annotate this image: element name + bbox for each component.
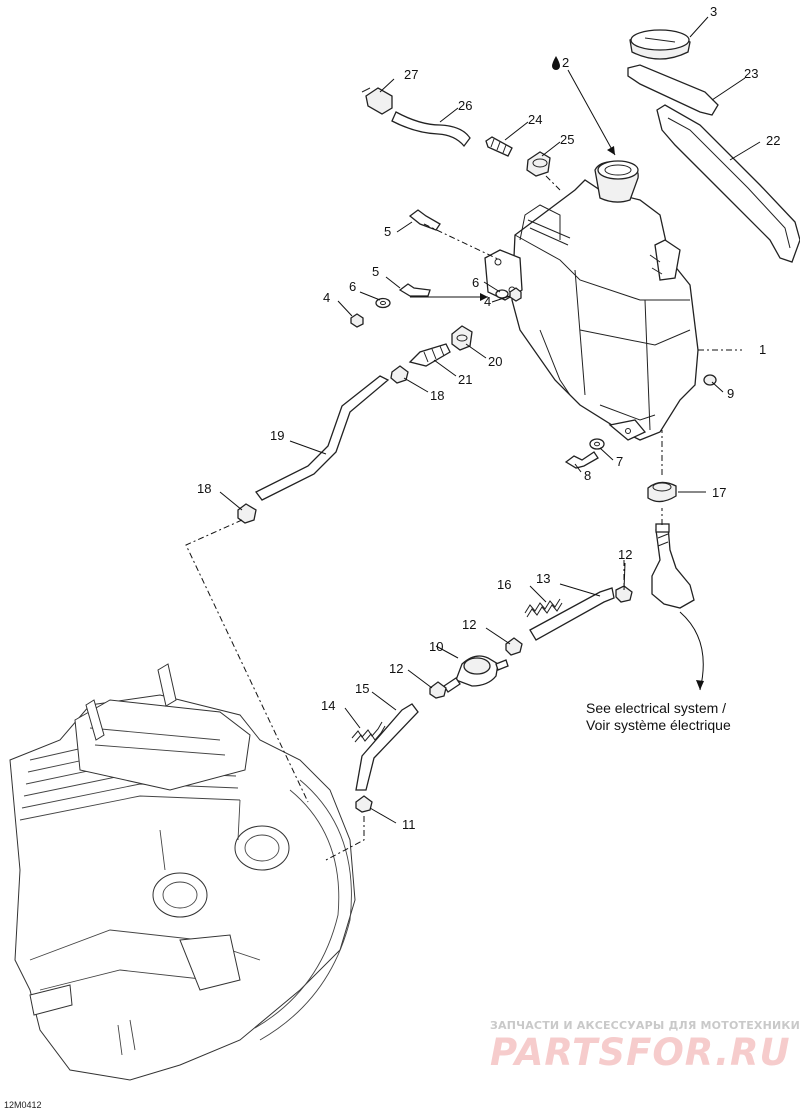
nut-4-left [350,313,364,328]
clamp-12-mid [505,637,523,656]
callout-19: 19 [270,428,284,443]
watermark-logo: PARTSFOR.RU [490,1031,791,1074]
leader-lines [219,16,761,824]
callout-23: 23 [744,66,758,81]
callout-5-upper: 5 [384,224,391,239]
callout-5-lower: 5 [372,264,379,279]
callout-20: 20 [488,354,502,369]
screw-5-upper [408,209,441,231]
washer-6-right [495,289,509,299]
tank-cap [629,29,691,60]
callout-9: 9 [727,386,734,401]
oil-hose-15 [355,703,419,791]
callout-14: 14 [321,698,335,713]
callout-25: 25 [560,132,574,147]
callout-12-sensor: 12 [618,547,632,562]
callout-4-left: 4 [323,290,330,305]
inline-oil-filter [443,655,509,693]
washer-6-left [375,297,391,309]
note-line-french: Voir système électrique [586,717,731,733]
callout-4-right: 4 [484,294,491,309]
clamp-11 [355,795,373,813]
callouts: 1 2 3 4 4 5 5 6 6 7 8 9 10 11 12 12 12 1… [197,4,780,832]
callout-26: 26 [458,98,472,113]
outlet-fitting [408,343,451,367]
tank-seal-strap [656,104,800,263]
drawing-code: 12M0412 [4,1100,42,1110]
connection-lines [185,175,742,861]
engine-assembly [9,663,356,1081]
callout-24: 24 [528,112,542,127]
clamp-18-lower [237,503,257,524]
callout-12-mid: 12 [462,617,476,632]
oil-drop-icon [552,56,560,70]
watermark-tagline: ЗАПЧАСТИ И АКСЕССУАРЫ ДЛЯ МОТОТЕХНИКИ [490,1019,800,1032]
callout-10: 10 [429,639,443,654]
callout-8: 8 [584,468,591,483]
grommet-20 [451,325,473,351]
grommet-17 [647,481,677,503]
washer-7 [589,438,605,450]
clamp-12-low [429,681,447,699]
nut-4-right [509,287,522,302]
callout-11: 11 [402,817,416,832]
see-electrical-note: See electrical system / Voir système éle… [586,700,731,734]
callout-18-upper: 18 [430,388,444,403]
callout-27: 27 [404,67,418,82]
callout-15: 15 [355,681,369,696]
oil-tank [484,160,699,441]
oil-supply-hose [255,375,390,501]
callout-1: 1 [759,342,766,357]
note-line-english: See electrical system / [586,700,727,716]
vent-hose [391,111,471,148]
callout-6-right: 6 [472,275,479,290]
vent-connector [485,136,513,157]
callout-3: 3 [710,4,717,19]
callout-21: 21 [458,372,472,387]
spring-14 [351,721,386,743]
assembly-arrows [410,69,704,691]
oil-level-sensor [651,523,695,609]
callout-17: 17 [712,485,726,500]
callout-2: 2 [562,55,569,70]
clamp-18-upper [390,365,409,384]
oil-hose-13 [529,587,615,641]
callout-22: 22 [766,133,780,148]
callout-13: 13 [536,571,550,586]
spring-16 [524,598,563,618]
cap-gasket [627,64,719,116]
grommet-25 [526,151,551,177]
screw-5-lower [398,283,431,297]
callout-16: 16 [497,577,511,592]
screw-8 [564,451,599,469]
callout-18-lower: 18 [197,481,211,496]
callout-6-left: 6 [349,279,356,294]
callout-7: 7 [616,454,623,469]
callout-12-low: 12 [389,661,403,676]
check-valve [361,87,393,115]
